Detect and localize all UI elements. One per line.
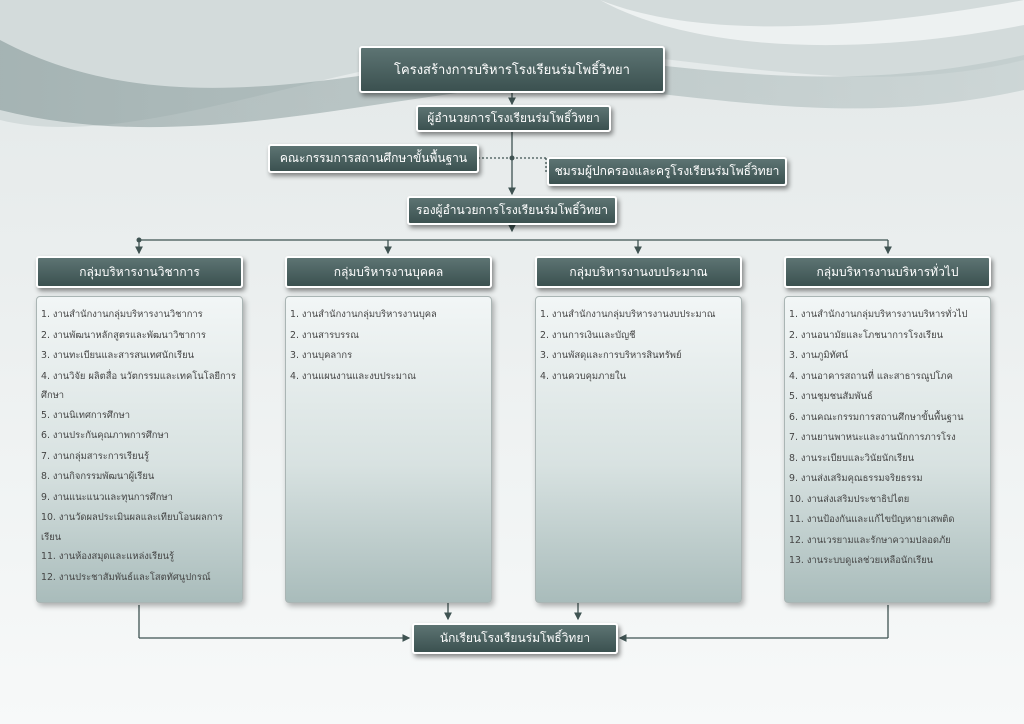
list-item: 1. งานสำนักงานกลุ่มบริหารงานบริหารทั่วไป <box>789 309 968 320</box>
list-item: 6. งานคณะกรรมการสถานศึกษาขั้นพื้นฐาน <box>789 411 964 423</box>
list-item: 13. งานระบบดูแลช่วยเหลือนักเรียน <box>789 555 934 566</box>
students-label: นักเรียนโรงเรียนร่มโพธิ์วิทยา <box>439 631 591 645</box>
title-box: โครงสร้างการบริหารโรงเรียนร่มโพธิ์วิทยา <box>359 46 665 93</box>
board-label: คณะกรรมการสถานศึกษาขั้นพื้นฐาน <box>279 151 468 165</box>
deputy-label: รองผู้อำนวยการโรงเรียนร่มโพธิ์วิทยา <box>416 203 608 217</box>
personnel-task-list: 1. งานสำนักงานกลุ่มบริหารงานบุคล 2. งานส… <box>290 305 487 387</box>
parents-label: ชมรมผู้ปกครองและครูโรงเรียนร่มโพธิ์วิทยา <box>554 164 780 178</box>
list-item: 5. งานชุมชนสัมพันธ์ <box>789 391 873 402</box>
list-item: 3. งานทะเบียนและสารสนเทศนักเรียน <box>41 350 194 361</box>
list-item: 3. งานพัสดุและการบริหารสินทรัพย์ <box>540 350 682 361</box>
group-panel-budget: 1. งานสำนักงานกลุ่มบริหารงานงบประมาณ 2. … <box>535 296 742 603</box>
list-item: 12. งานประชาสัมพันธ์และโสตทัศนูปกรณ์ <box>41 571 211 583</box>
list-item: 10. งานส่งเสริมประชาธิปไตย <box>789 493 910 505</box>
group-label-budget: กลุ่มบริหารงานงบประมาณ <box>569 264 708 279</box>
list-item: 3. งานบุคลากร <box>290 350 353 361</box>
group-header-academic: กลุ่มบริหารงานวิชาการ <box>36 256 243 288</box>
list-item: 6. งานประกันคุณภาพการศึกษา <box>41 430 169 441</box>
board-box: คณะกรรมการสถานศึกษาขั้นพื้นฐาน <box>268 144 479 173</box>
list-item: 9. งานแนะแนวและทุนการศึกษา <box>41 491 173 503</box>
group-label-academic: กลุ่มบริหารงานวิชาการ <box>79 264 200 279</box>
general-task-list: 1. งานสำนักงานกลุ่มบริหารงานบริหารทั่วไป… <box>789 305 986 572</box>
group-label-general: กลุ่มบริหารงานบริหารทั่วไป <box>816 264 959 279</box>
director-label: ผู้อำนวยการโรงเรียนร่มโพธิ์วิทยา <box>427 111 600 125</box>
list-item: 1. งานสำนักงานกลุ่มบริหารงานวิชาการ <box>41 309 203 320</box>
title-text: โครงสร้างการบริหารโรงเรียนร่มโพธิ์วิทยา <box>394 63 630 78</box>
list-item: 4. งานแผนงานและงบประมาณ <box>290 370 416 382</box>
list-item: 5. งานนิเทศการศึกษา <box>41 409 130 421</box>
group-header-personnel: กลุ่มบริหารงานบุคคล <box>285 256 492 288</box>
list-item: 11. งานห้องสมุดและแหล่งเรียนรู้ <box>41 551 175 562</box>
students-box: นักเรียนโรงเรียนร่มโพธิ์วิทยา <box>412 623 618 654</box>
group-header-budget: กลุ่มบริหารงานงบประมาณ <box>535 256 742 288</box>
list-item: 7. งานยานพาหนะและงานนักการภารโรง <box>789 432 956 443</box>
list-item: 1. งานสำนักงานกลุ่มบริหารงานงบประมาณ <box>540 309 716 320</box>
list-item: 2. งานการเงินและบัญชี <box>540 329 636 341</box>
group-panel-general: 1. งานสำนักงานกลุ่มบริหารงานบริหารทั่วไป… <box>784 296 991 603</box>
parents-box: ชมรมผู้ปกครองและครูโรงเรียนร่มโพธิ์วิทยา <box>547 157 787 186</box>
list-item: 4. งานควบคุมภายใน <box>540 370 627 382</box>
academic-task-list: 1. งานสำนักงานกลุ่มบริหารงานวิชาการ 2. ง… <box>41 305 238 588</box>
director-box: ผู้อำนวยการโรงเรียนร่มโพธิ์วิทยา <box>416 105 611 132</box>
deputy-box: รองผู้อำนวยการโรงเรียนร่มโพธิ์วิทยา <box>407 196 617 225</box>
list-item: 11. งานป้องกันและแก้ไขปัญหายาเสพติด <box>789 514 955 525</box>
list-item: 2. งานสารบรรณ <box>290 329 359 341</box>
list-item: 8. งานกิจกรรมพัฒนาผู้เรียน <box>41 471 155 482</box>
list-item: 2. งานพัฒนาหลักสูตรและพัฒนาวิชาการ <box>41 329 206 341</box>
list-item: 4. งานวิจัย ผลิตสื่อ นวัตกรรมและเทคโนโลย… <box>41 370 236 402</box>
list-item: 12. งานเวรยามและรักษาความปลอดภัย <box>789 534 951 546</box>
group-label-personnel: กลุ่มบริหารงานบุคคล <box>333 264 444 279</box>
list-item: 4. งานอาคารสถานที่ และสาธารณูปโภค <box>789 370 953 382</box>
group-header-general: กลุ่มบริหารงานบริหารทั่วไป <box>784 256 991 288</box>
list-item: 7. งานกลุ่มสาระการเรียนรู้ <box>41 450 149 462</box>
list-item: 1. งานสำนักงานกลุ่มบริหารงานบุคล <box>290 309 437 320</box>
list-item: 3. งานภูมิทัศน์ <box>789 350 849 361</box>
list-item: 10. งานวัดผลประเมินผลและเทียบโอนผลการเรี… <box>41 512 223 543</box>
group-panel-personnel: 1. งานสำนักงานกลุ่มบริหารงานบุคล 2. งานส… <box>285 296 492 603</box>
list-item: 2. งานอนามัยและโภชนาการโรงเรียน <box>789 329 943 341</box>
group-panel-academic: 1. งานสำนักงานกลุ่มบริหารงานวิชาการ 2. ง… <box>36 296 243 603</box>
list-item: 9. งานส่งเสริมคุณธรรมจริยธรรม <box>789 473 923 484</box>
list-item: 8. งานระเบียบและวินัยนักเรียน <box>789 452 915 464</box>
budget-task-list: 1. งานสำนักงานกลุ่มบริหารงานงบประมาณ 2. … <box>540 305 737 387</box>
